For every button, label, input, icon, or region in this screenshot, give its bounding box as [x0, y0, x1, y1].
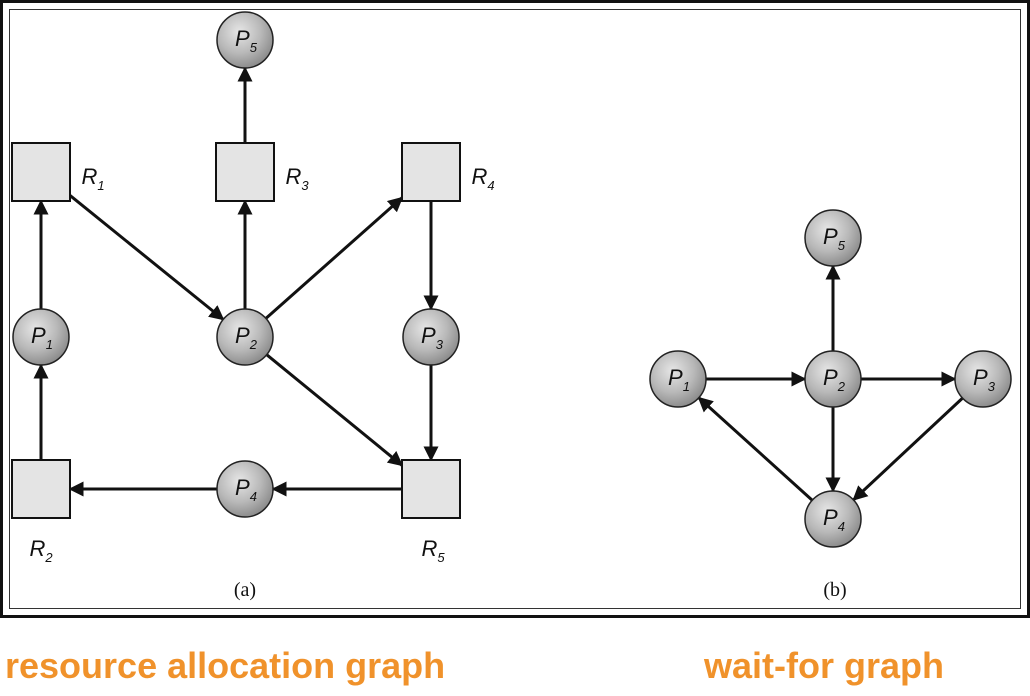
graph-b-process-p2-node: [804, 350, 862, 408]
caption-resource-allocation-graph: resource allocation graph: [5, 645, 446, 686]
graph-a-resource-r4-label: R4: [471, 164, 494, 193]
graph-a-process-p3-node: [402, 308, 460, 366]
graph-a-subcaption: (a): [234, 579, 256, 601]
graph-a-process-p2-node: [216, 308, 274, 366]
graph-b-process-p3-node: [954, 350, 1012, 408]
graph-b-process-p1-node: [649, 350, 707, 408]
graph-a-resource-r3-label: R3: [285, 164, 309, 193]
caption-wait-for-graph: wait-for graph: [704, 645, 944, 686]
graph-a-edge-p2-to-r5: [265, 353, 404, 467]
graph-a-resource-r3-node: [215, 142, 275, 202]
graph-a-edge-r1-to-p2: [69, 194, 225, 321]
graph-b-edge-p3-to-p4: [852, 397, 964, 501]
graph-b-process-p4-node: [804, 490, 862, 548]
graph-b-process-p5-node: [804, 209, 862, 267]
graph-a-resource-r2-node: [11, 459, 71, 519]
graph-a-process-p1-node: [12, 308, 70, 366]
graph-a-resource-r1-node: [11, 142, 71, 202]
graph-a-resource-r4-node: [401, 142, 461, 202]
graph-b-edge-p4-to-p1: [697, 396, 814, 502]
graph-a-process-p5-node: [216, 11, 274, 69]
figure-frame: [0, 0, 1030, 618]
graph-a-process-p4-node: [216, 460, 274, 518]
graph-b-subcaption: (b): [823, 579, 846, 601]
graph-a-edge-p2-to-r4: [264, 196, 404, 320]
graph-a-resource-r1-label: R1: [81, 164, 104, 193]
graph-a-resource-r2-label: R2: [29, 536, 53, 565]
graph-a-resource-r5-node: [401, 459, 461, 519]
graph-a-resource-r5-label: R5: [421, 536, 445, 565]
figure-inner-border: [9, 9, 1021, 609]
